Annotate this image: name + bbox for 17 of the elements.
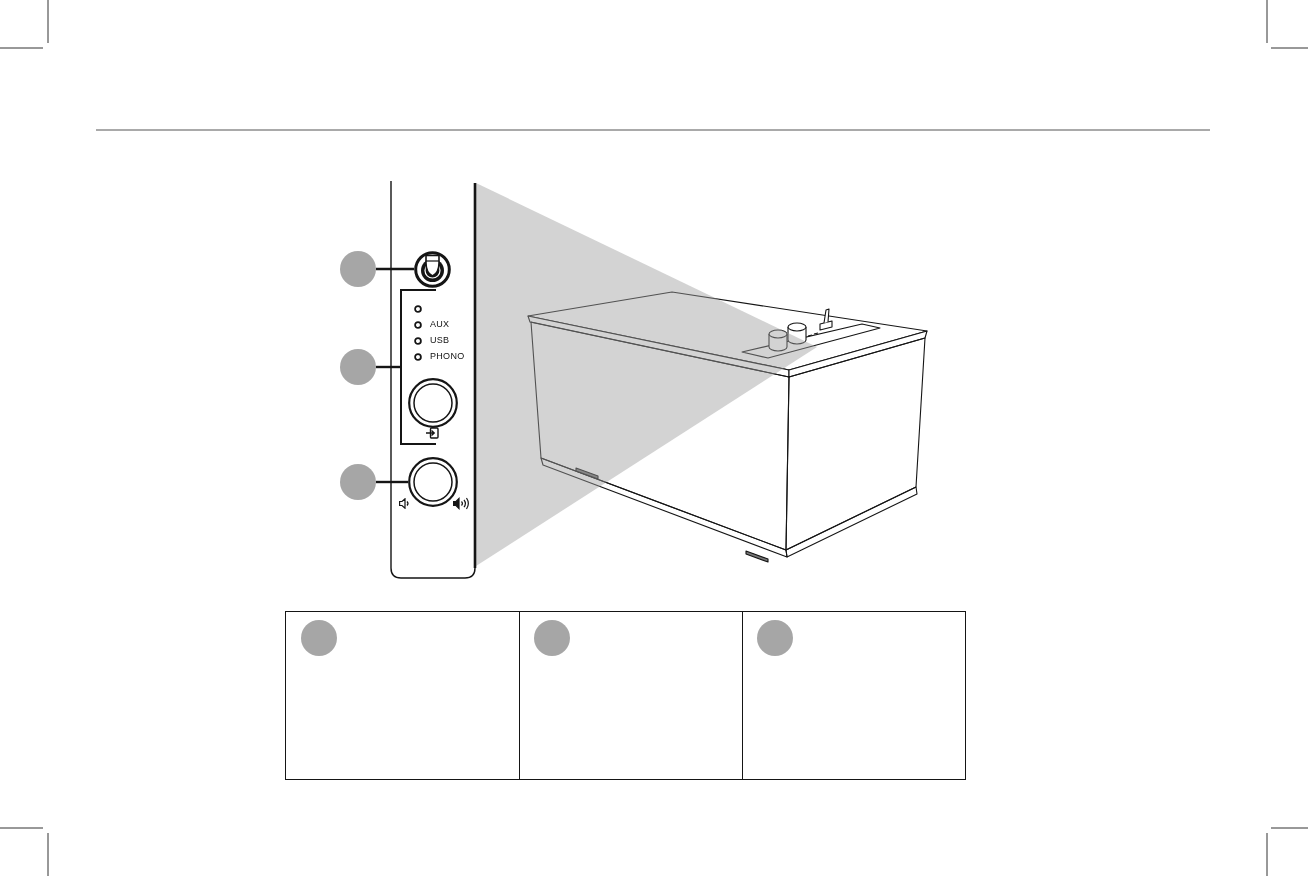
callout-circle xyxy=(340,464,376,500)
callout-circle xyxy=(534,620,570,656)
table-cell xyxy=(285,611,520,780)
volume-knob xyxy=(408,457,458,507)
leader-line xyxy=(376,267,414,271)
headphone-jack xyxy=(414,251,451,288)
callout-circle xyxy=(340,349,376,385)
source-label: AUX xyxy=(430,319,450,330)
leader-line xyxy=(376,480,408,484)
source-label: PHONO xyxy=(430,351,465,362)
table-cell xyxy=(519,611,743,780)
leader-line xyxy=(376,365,400,369)
table-cell xyxy=(742,611,966,780)
callout-circle xyxy=(301,620,337,656)
source-label: USB xyxy=(430,335,450,346)
callout-circle xyxy=(340,251,376,287)
callout-circle xyxy=(757,620,793,656)
